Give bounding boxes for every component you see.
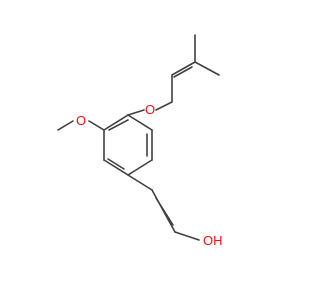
ring-bond-1: [127, 114, 153, 131]
bond-prenyl-double-inner: [173, 66, 193, 78]
ring-bond-4: [103, 159, 129, 176]
bond-vinyl-double-inner: [155, 197, 174, 226]
bond-prenyl-double: [171, 61, 196, 76]
bond-ring-methoxy-o: [88, 120, 105, 131]
bond-ch2-oh: [174, 231, 200, 241]
ring-double-3: [108, 119, 129, 131]
ring-double-2: [107, 158, 125, 170]
bond-methoxy-methyl: [57, 120, 74, 131]
structure-canvas: O O OH: [57, 34, 223, 248]
ether-oxygen-label: O: [145, 102, 155, 117]
bond-o-ring: [127, 109, 145, 116]
ring-bond-6: [103, 114, 129, 131]
ring-bond-3: [127, 159, 153, 176]
molecule-diagram: O O OH: [57, 34, 223, 248]
methoxy-oxygen-label: O: [76, 113, 86, 128]
hydroxyl-label: OH: [203, 233, 223, 248]
bond-ring-vinyl: [127, 174, 153, 191]
bond-methyl-right: [194, 61, 220, 76]
bond-ch2-o: [155, 101, 173, 111]
